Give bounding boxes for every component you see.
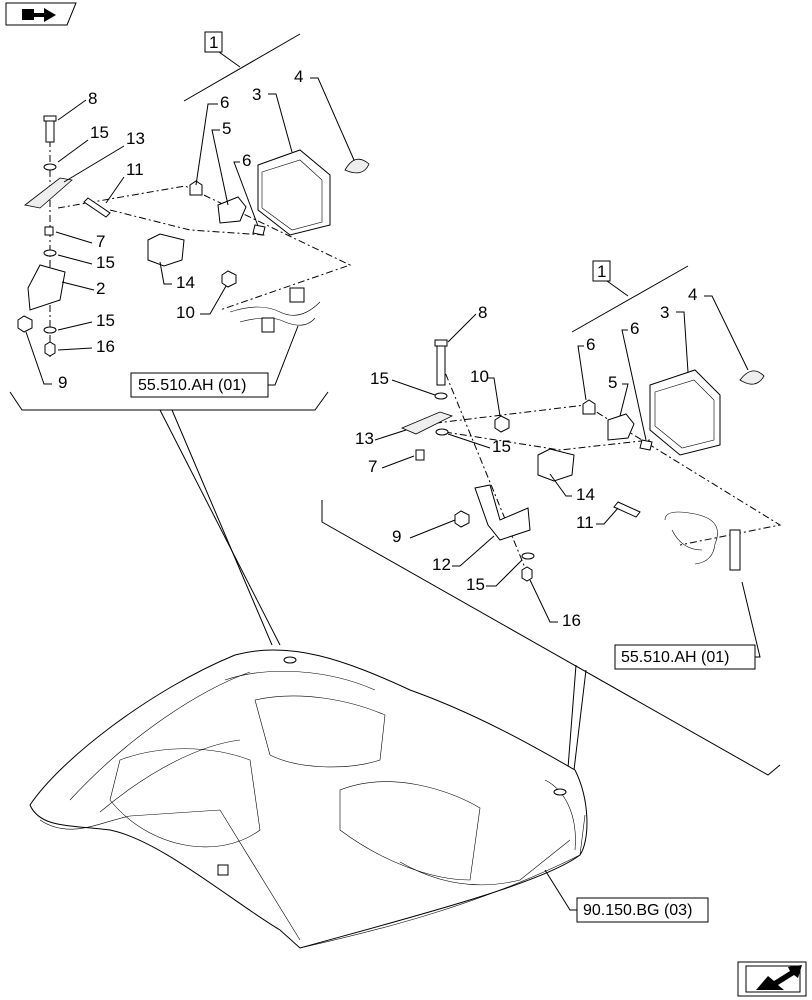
callout-7-right: 7 <box>368 457 377 476</box>
nut-9-right <box>454 510 470 528</box>
clip-6a-right <box>582 399 596 415</box>
callout-16-right: 16 <box>562 611 581 630</box>
callout-group-right: 1 <box>597 262 606 281</box>
lamp-3-right <box>649 369 721 456</box>
callout-6a-left: 6 <box>220 93 229 112</box>
nut-10-left <box>221 270 237 288</box>
callout-13-right: 13 <box>355 429 374 448</box>
nut-9-left <box>17 315 33 333</box>
nut-16-left <box>44 341 56 357</box>
callout-9-left: 9 <box>58 373 67 392</box>
washer-15b-left <box>43 249 57 257</box>
callout-6a-right: 6 <box>586 335 595 354</box>
washer-15a-right <box>434 392 448 400</box>
callout-15b-right: 15 <box>492 437 511 456</box>
callout-7-left: 7 <box>96 232 105 251</box>
callout-12-right: 12 <box>432 555 451 574</box>
ref-label-left: 55.510.AH (01) <box>138 377 247 394</box>
washer-15b-right <box>435 428 449 436</box>
callout-15a-left: 15 <box>90 123 109 142</box>
ref-label-roof: 90.150.BG (03) <box>583 902 692 919</box>
callout-4-left: 4 <box>294 67 303 86</box>
bolt-8-right <box>434 339 448 386</box>
callout-6b-right: 6 <box>630 319 639 338</box>
washer-15c-left <box>43 326 57 334</box>
nut-16-right <box>521 566 533 582</box>
callout-2-left: 2 <box>96 279 105 298</box>
callout-3-left: 3 <box>252 85 261 104</box>
screw-7-right <box>415 449 425 461</box>
callout-14-right: 14 <box>576 485 595 504</box>
plate-13-right <box>400 411 454 435</box>
callout-4-right: 4 <box>688 285 697 304</box>
callout-11-right: 11 <box>576 513 594 532</box>
harness-left <box>229 301 321 326</box>
callout-15c-left: 15 <box>96 311 115 330</box>
ref-box-right[interactable] <box>614 644 756 670</box>
clip-5-left <box>217 196 247 224</box>
next-page-arrow-icon[interactable] <box>737 961 807 997</box>
bulb-4-right <box>739 370 765 385</box>
clip-6-left <box>189 180 203 196</box>
bolt-11-right <box>613 501 641 518</box>
callout-5-left: 5 <box>222 119 231 138</box>
callout-10-right: 10 <box>470 367 489 386</box>
callout-8-right: 8 <box>478 303 487 322</box>
group-box-left <box>204 31 223 53</box>
callout-13-left: 13 <box>126 129 145 148</box>
ref-label-right: 55.510.AH (01) <box>621 649 730 666</box>
bracket-12-right <box>474 484 531 541</box>
callout-group-left: 1 <box>209 33 218 52</box>
washer-15c-right <box>521 552 535 560</box>
bulb-4-left <box>344 158 370 174</box>
plate-13-left <box>24 177 73 209</box>
clip-6b-left <box>252 224 266 236</box>
callout-14-left: 14 <box>176 273 195 292</box>
group-box-right <box>592 260 611 282</box>
callout-5-right: 5 <box>608 373 617 392</box>
book-arrow-icon[interactable] <box>5 2 77 26</box>
callout-9-right: 9 <box>392 527 401 546</box>
clip-6b-right <box>639 439 653 451</box>
bracket-14-left <box>147 233 185 267</box>
ref-box-roof[interactable] <box>576 897 709 923</box>
screw-7-left <box>44 226 54 236</box>
callout-10-left: 10 <box>176 303 195 322</box>
callout-6b-left: 6 <box>242 151 251 170</box>
bolt-8-left <box>43 115 57 143</box>
bracket-14-right <box>537 448 575 482</box>
nut-10-right <box>494 415 510 433</box>
callout-3-right: 3 <box>660 303 669 322</box>
clip-5-right <box>607 413 635 441</box>
callout-15c-right: 15 <box>466 575 485 594</box>
callout-11-left: 11 <box>126 160 144 179</box>
lamp-3-left <box>257 149 331 236</box>
callout-15a-right: 15 <box>370 369 389 388</box>
callout-16-left: 16 <box>96 337 115 356</box>
washer-15-left <box>43 163 57 171</box>
cab-roof <box>29 649 588 949</box>
harness-right <box>664 511 718 565</box>
callout-15b-left: 15 <box>96 253 115 272</box>
bolt-11-left <box>83 197 111 218</box>
callout-8-left: 8 <box>88 89 97 108</box>
bracket-2-left <box>27 264 66 311</box>
